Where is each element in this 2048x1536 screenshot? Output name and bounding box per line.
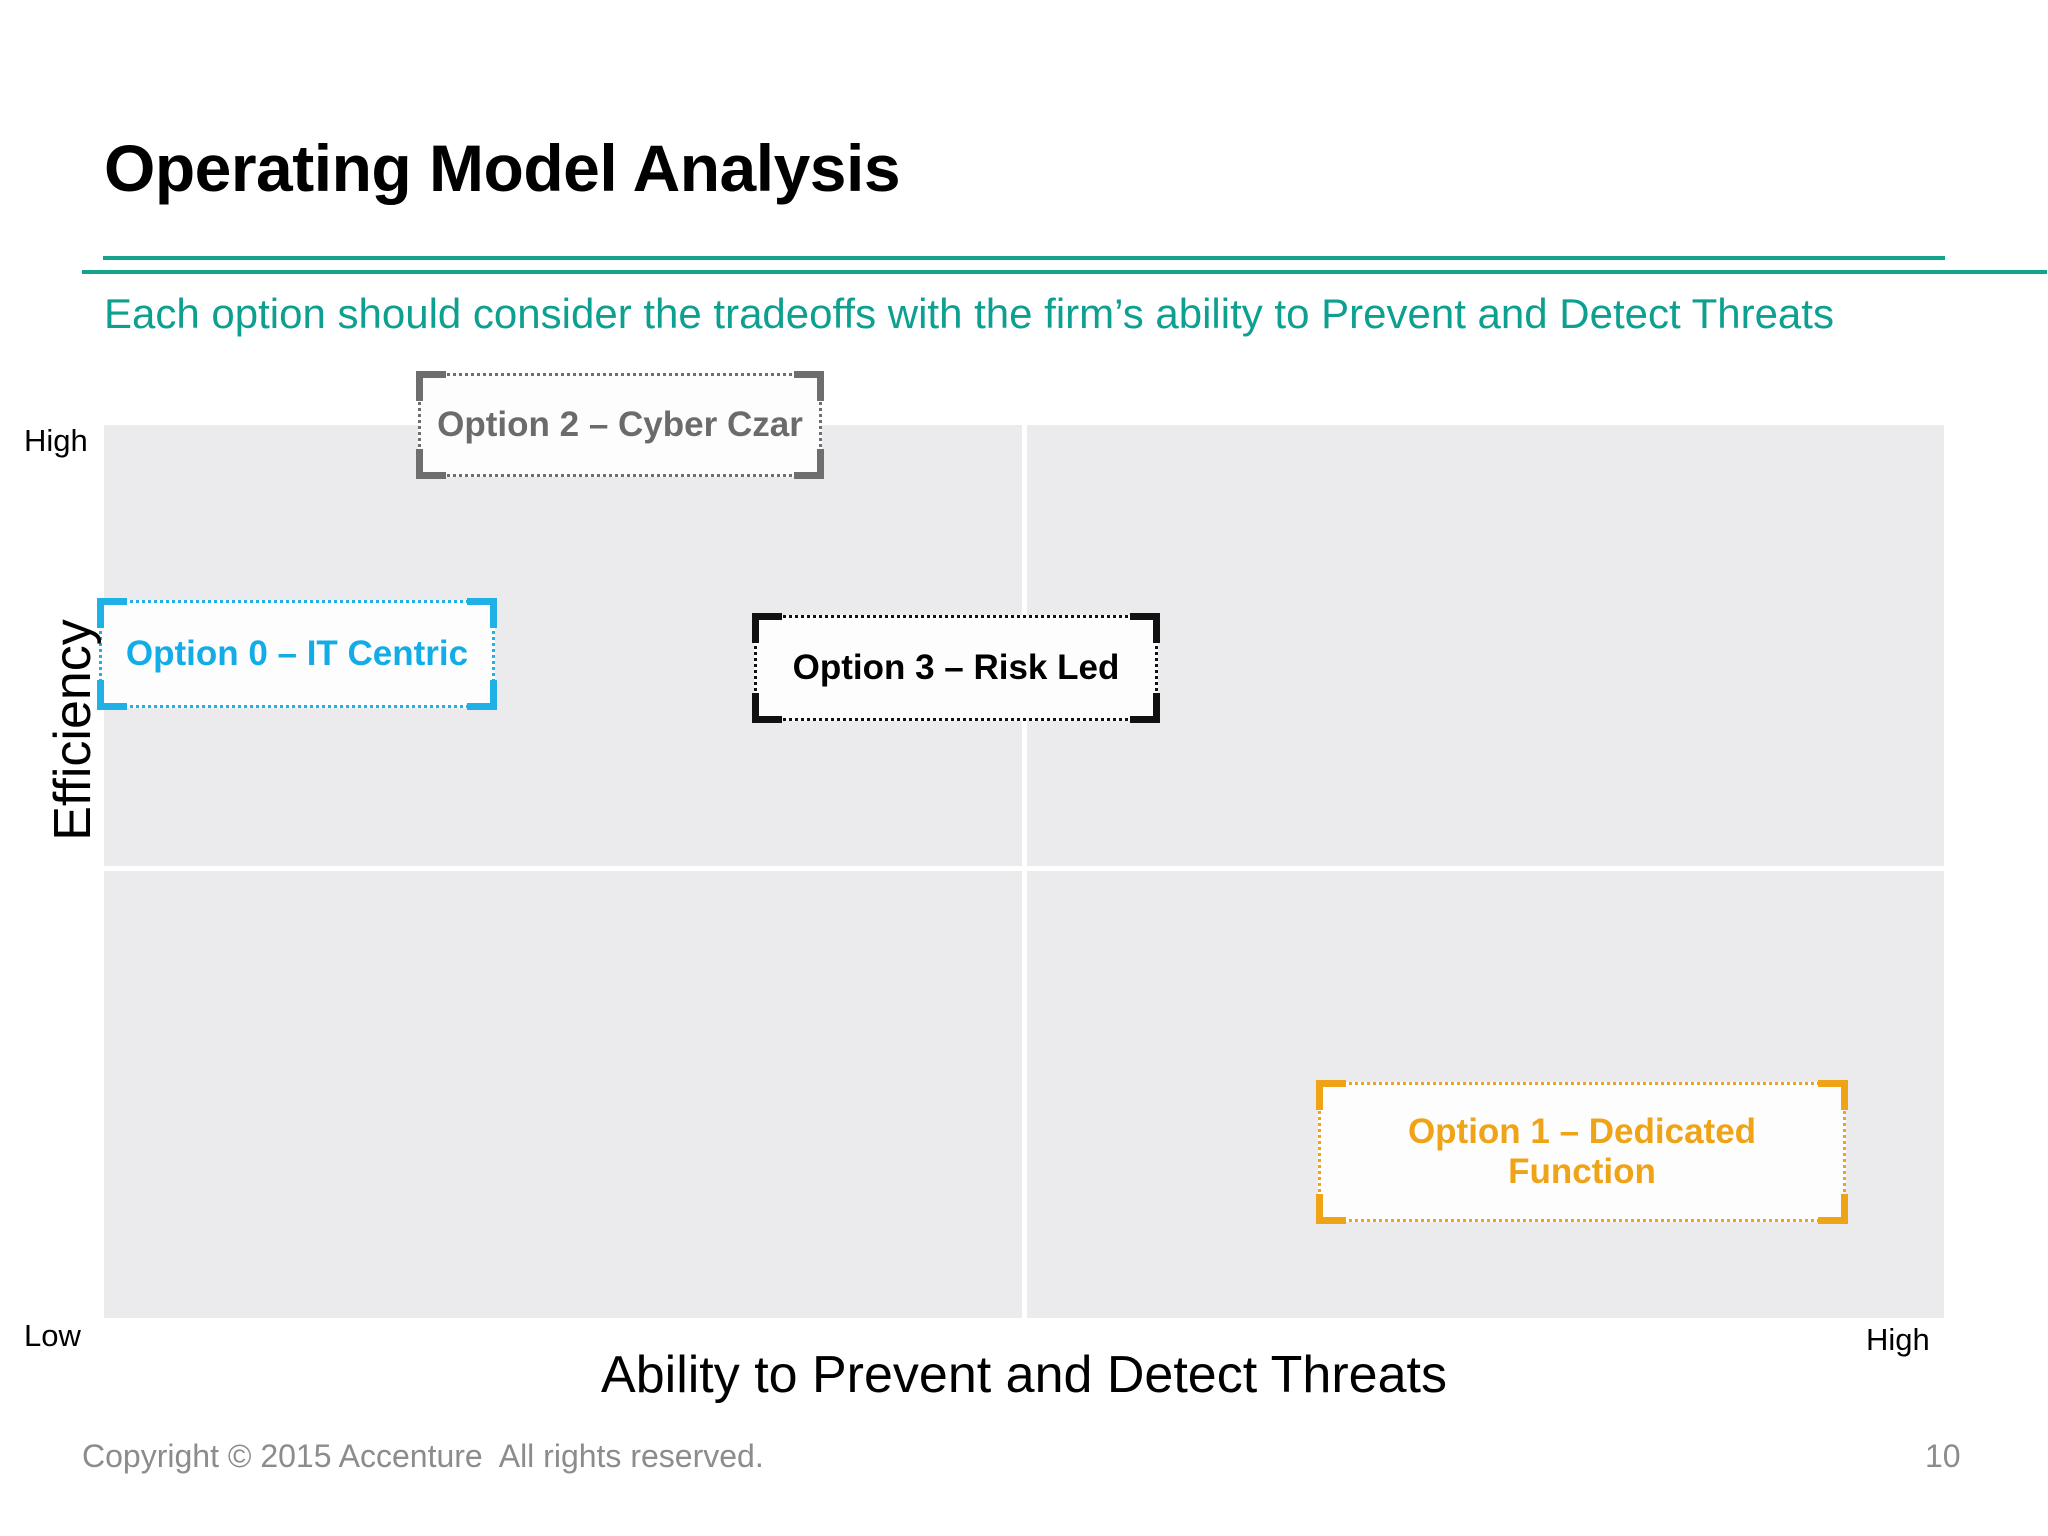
corner-bracket-top-right: [1130, 613, 1160, 643]
option-3-label: Option 3 – Risk Led: [792, 647, 1120, 687]
page-number: 10: [1925, 1438, 1961, 1474]
x-axis-high-label: High: [1866, 1322, 1930, 1357]
title-rule-lower: [82, 270, 2047, 274]
corner-bracket-bottom-right: [467, 680, 497, 710]
corner-bracket-bottom-left: [1316, 1194, 1346, 1224]
vertical-gridline: [1022, 425, 1027, 1318]
page-title: Operating Model Analysis: [104, 131, 901, 205]
corner-bracket-top-left: [752, 613, 782, 643]
corner-bracket-bottom-right: [1130, 693, 1160, 723]
corner-bracket-bottom-right: [1818, 1194, 1848, 1224]
slide-subtitle: Each option should consider the tradeoff…: [104, 290, 1834, 337]
corner-bracket-top-right: [467, 598, 497, 628]
option-0-box[interactable]: Option 0 – IT Centric: [97, 598, 497, 710]
corner-bracket-top-left: [1316, 1080, 1346, 1110]
option-1-box[interactable]: Option 1 – Dedicated Function: [1316, 1080, 1848, 1224]
corner-bracket-bottom-left: [752, 693, 782, 723]
corner-bracket-top-right: [1818, 1080, 1848, 1110]
corner-bracket-bottom-left: [97, 680, 127, 710]
title-rule-upper: [103, 256, 1945, 260]
y-axis-low-label: Low: [24, 1318, 81, 1353]
horizontal-gridline: [104, 866, 1944, 871]
corner-bracket-bottom-right: [794, 449, 824, 479]
y-axis-high-label: High: [24, 423, 88, 458]
option-1-label: Option 1 – Dedicated Function: [1407, 1111, 1757, 1191]
option-2-label: Option 2 – Cyber Czar: [437, 404, 803, 444]
y-axis-title: Efficiency: [44, 619, 102, 841]
corner-bracket-top-left: [97, 598, 127, 628]
option-0-label: Option 0 – IT Centric: [125, 633, 469, 673]
option-2-box[interactable]: Option 2 – Cyber Czar: [416, 371, 824, 479]
x-axis-title: Ability to Prevent and Detect Threats: [601, 1346, 1447, 1404]
corner-bracket-top-left: [416, 371, 446, 401]
option-3-box[interactable]: Option 3 – Risk Led: [752, 613, 1160, 723]
corner-bracket-bottom-left: [416, 449, 446, 479]
quadrant-chart-area: Option 2 – Cyber Czar Option 0 – IT Cent…: [97, 371, 1944, 1318]
corner-bracket-top-right: [794, 371, 824, 401]
copyright-notice: Copyright © 2015 Accenture All rights re…: [82, 1438, 764, 1474]
